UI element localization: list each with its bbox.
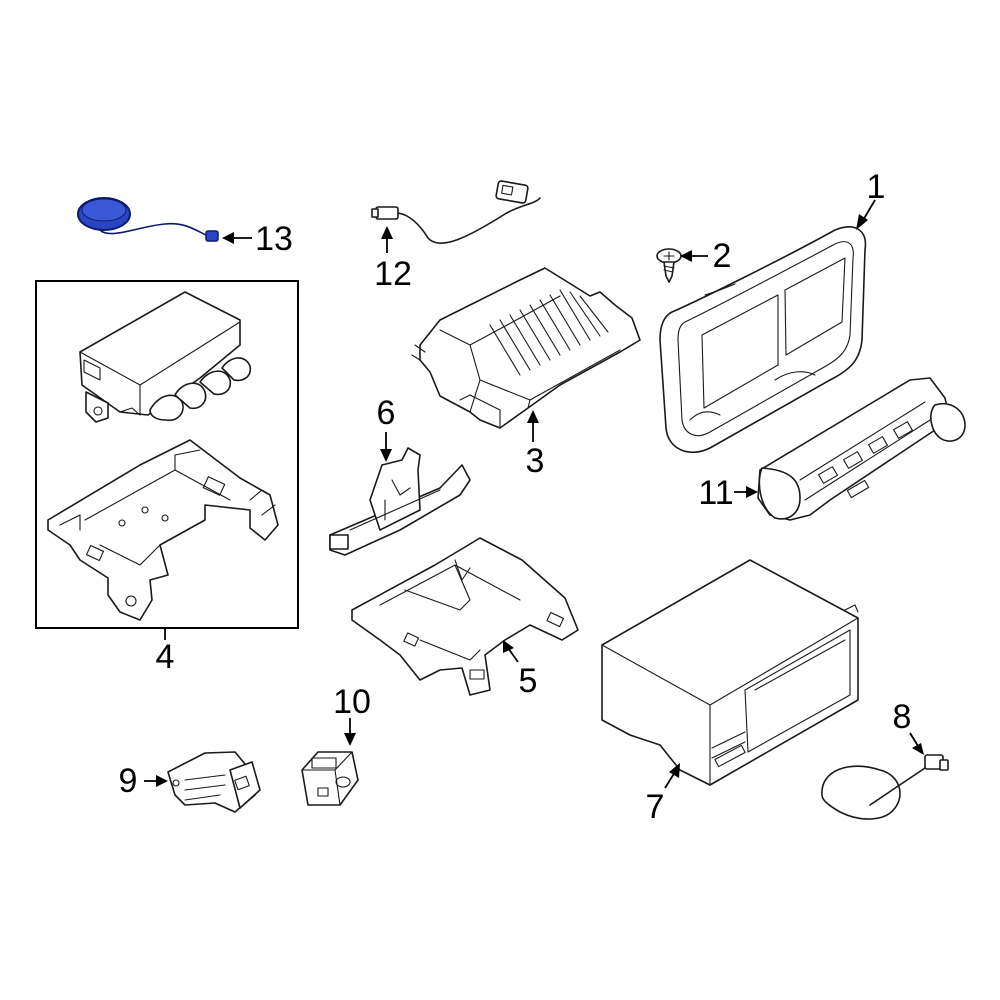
part-7-unit[interactable] — [601, 559, 859, 786]
part-13-antenna[interactable] — [77, 197, 219, 242]
callout-2: 2 — [713, 237, 732, 275]
part-3-control-module[interactable] — [411, 267, 641, 429]
callout-9: 9 — [119, 762, 138, 800]
callout-11: 11 — [698, 474, 733, 512]
callout-1: 1 — [867, 168, 886, 206]
callout-3: 3 — [526, 442, 545, 480]
part-4-group-frame — [35, 280, 299, 629]
callout-labels: 1 2 3 4 5 6 7 8 9 10 11 12 13 — [119, 168, 912, 826]
part-6-bracket[interactable] — [329, 447, 471, 556]
part-4-module[interactable] — [79, 291, 252, 423]
callout-8: 8 — [893, 698, 912, 736]
leaders — [144, 199, 924, 789]
part-9-switch[interactable] — [167, 751, 261, 813]
callout-5: 5 — [519, 662, 538, 700]
callout-13: 13 — [255, 220, 293, 258]
callout-7: 7 — [646, 788, 665, 826]
part-1-bezel[interactable] — [659, 226, 867, 453]
part-5-bracket[interactable] — [351, 537, 579, 696]
part-10-usb-port[interactable] — [301, 751, 359, 806]
callout-4: 4 — [156, 638, 175, 676]
part-2-screw[interactable] — [656, 248, 682, 283]
part-8-harness[interactable] — [821, 754, 949, 820]
callout-6: 6 — [377, 394, 396, 432]
part-4-bracket[interactable] — [47, 439, 279, 621]
callout-10: 10 — [333, 683, 371, 721]
callout-12: 12 — [374, 255, 412, 293]
part-11-control-panel[interactable] — [757, 377, 966, 521]
part-12-harness[interactable] — [371, 180, 541, 244]
